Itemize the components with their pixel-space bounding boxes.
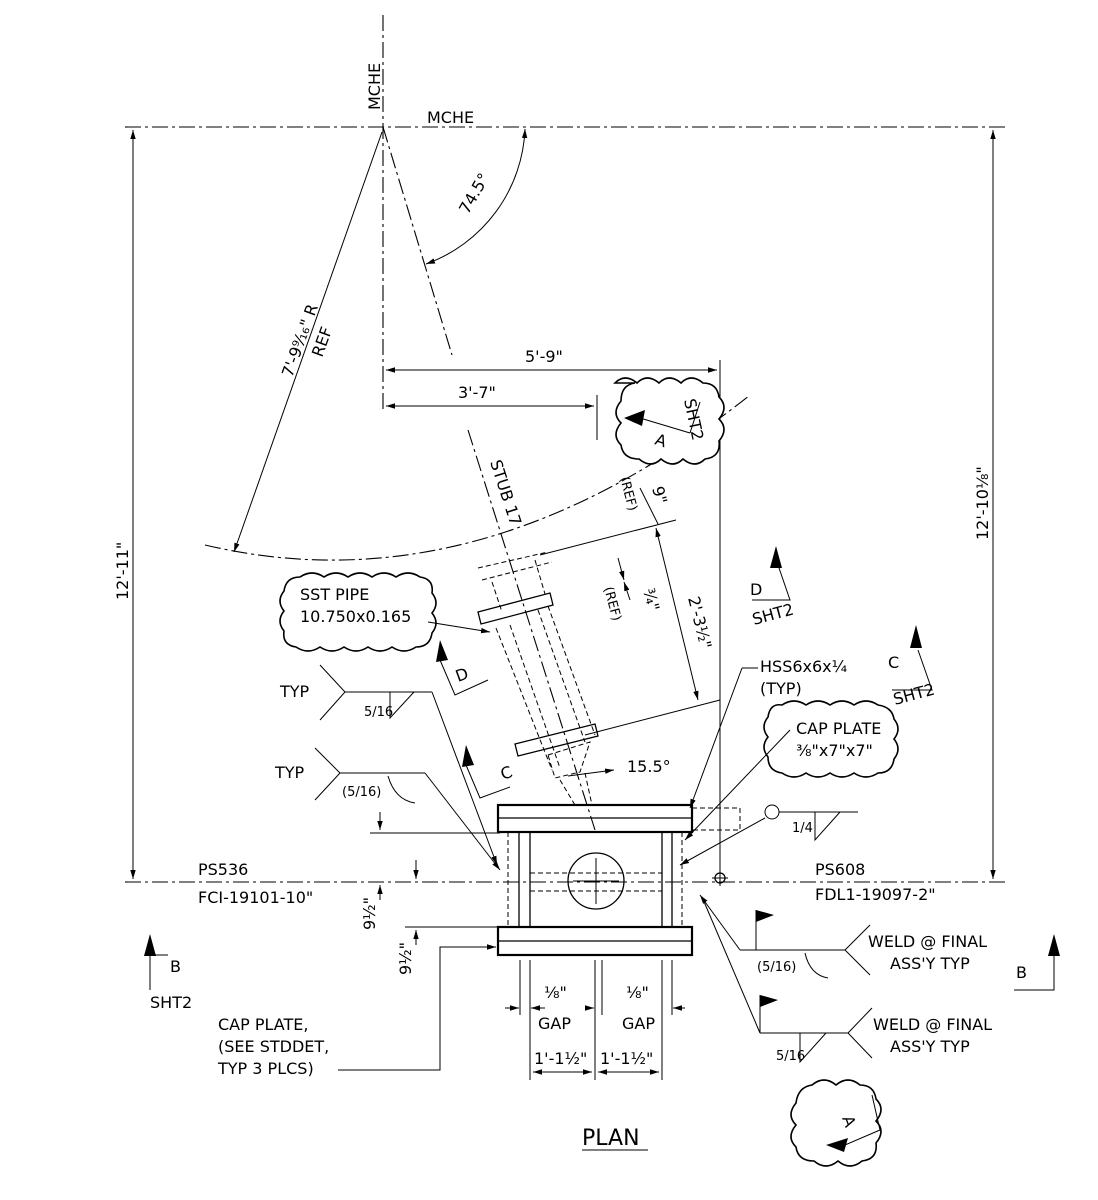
weld-final1-size: (5/16) <box>757 960 796 975</box>
cloud-cap-plate: CAP PLATE ⅜"x7"x7" <box>684 700 899 841</box>
sst-pipe-line1: SST PIPE <box>300 585 369 604</box>
weld-symbol-typ2: TYP (5/16) <box>274 747 501 871</box>
weld-final1-line1: WELD @ FINAL <box>868 932 987 951</box>
dim-1-1a: 1'-1½" <box>534 1049 587 1068</box>
gap-right-label: GAP <box>622 1014 655 1033</box>
weld-final2-line1: WELD @ FINAL <box>873 1015 992 1034</box>
section-d-right-sheet: SHT2 <box>750 600 796 629</box>
sst-pipe-line2: 10.750x0.165 <box>300 607 411 626</box>
view-title-text: PLAN <box>582 1126 640 1151</box>
dim-angle-15: 15.5° <box>627 757 671 776</box>
cap-plate-stddet: CAP PLATE, (SEE STDDET, TYP 3 PLCS) <box>217 944 496 1078</box>
weld-symbol-final2: 5/16 WELD @ FINAL ASS'Y TYP <box>701 896 992 1064</box>
view-title: PLAN <box>582 1126 648 1151</box>
dim-9: 9" <box>648 484 671 506</box>
stub-label: STUB 17 <box>486 457 525 528</box>
weld-typ1-size: 5/16 <box>364 705 393 720</box>
fdl-label: FDL1-19097-2" <box>815 885 936 904</box>
cap-plate-size: ⅜"x7"x7" <box>796 741 873 760</box>
section-b-left-sheet: SHT2 <box>150 993 192 1012</box>
section-c-right-letter: C <box>888 653 899 672</box>
cloud-sst-pipe: SST PIPE 10.750x0.165 <box>279 572 491 652</box>
dim-2-3: 2'-3½" <box>684 594 715 650</box>
mche-horizontal-label: MCHE <box>427 108 474 127</box>
cap-see-line1: CAP PLATE, <box>218 1015 308 1034</box>
section-b-left-letter: B <box>170 957 181 976</box>
ps536-label: PS536 <box>198 860 248 879</box>
section-b-right: B <box>1014 934 1060 991</box>
hss-callout: HSS6x6x¼ (TYP) <box>689 657 847 809</box>
dim-angle-74: 74.5° <box>455 170 493 217</box>
ps608-label: PS608 <box>815 860 865 879</box>
cloud-section-a-bottom: A <box>790 1079 882 1167</box>
cap-plate-title: CAP PLATE <box>796 719 881 738</box>
gap-right-value: ⅛" <box>626 983 649 1002</box>
centerline-labels: MCHE MCHE STUB 17 PS536 FCI-19101-10" PS… <box>198 63 936 907</box>
section-c-mid: C <box>462 745 515 799</box>
dim-3-7: 3'-7" <box>458 383 496 402</box>
weld-symbol-quarter: 1/4 <box>679 804 858 866</box>
weld-typ1-label: TYP <box>279 682 310 701</box>
hss-typ: (TYP) <box>760 679 802 698</box>
section-d-left: D <box>436 640 489 696</box>
weld-final2-line2: ASS'Y TYP <box>890 1037 970 1056</box>
section-b-left: B SHT2 <box>144 934 192 1012</box>
fci-label: FCI-19101-10" <box>198 888 313 907</box>
dim-ref-2: (REF) <box>600 585 624 623</box>
section-d-right-letter: D <box>750 580 762 599</box>
dim-12-11: 12'-11" <box>113 542 132 600</box>
weld-typ2-size: (5/16) <box>342 785 381 800</box>
cap-see-line2: (SEE STDDET, <box>218 1037 329 1056</box>
cap-see-line3: TYP 3 PLCS) <box>217 1059 314 1078</box>
dim-9-5a: 9½" <box>360 897 379 930</box>
weld-final1-line2: ASS'Y TYP <box>890 954 970 973</box>
dim-3-4: ¾" <box>639 586 663 613</box>
weld-final2-size: 5/16 <box>776 1049 805 1064</box>
section-c-mid-letter: C <box>498 762 515 784</box>
weld-symbol-typ1: TYP 5/16 <box>279 664 498 866</box>
weld-typ2-label: TYP <box>274 763 305 782</box>
dim-ref-1: (REF) <box>616 475 640 513</box>
dim-9-5b: 9½" <box>396 942 415 975</box>
weld-symbol-final1: (5/16) WELD @ FINAL ASS'Y TYP <box>699 894 987 979</box>
dim-12-10: 12'-10⅛" <box>973 466 992 540</box>
stub-pipe <box>477 551 599 806</box>
section-b-right-letter: B <box>1016 963 1027 982</box>
section-d-left-letter: D <box>453 664 471 686</box>
weld-quarter-size: 1/4 <box>792 821 813 836</box>
gap-left-value: ⅛" <box>544 983 567 1002</box>
cloud-section-a-top: A SHT2 <box>613 377 725 465</box>
section-d-right: D SHT2 <box>750 546 796 629</box>
dim-1-1b: 1'-1½" <box>600 1049 653 1068</box>
section-c-right: C SHT2 <box>888 625 937 709</box>
hss-frame <box>496 803 741 957</box>
gap-left-label: GAP <box>538 1014 571 1033</box>
hss-label: HSS6x6x¼ <box>760 657 847 676</box>
dim-5-9: 5'-9" <box>525 347 563 366</box>
mche-vertical-label: MCHE <box>365 63 384 110</box>
section-c-right-sheet: SHT2 <box>891 680 937 709</box>
